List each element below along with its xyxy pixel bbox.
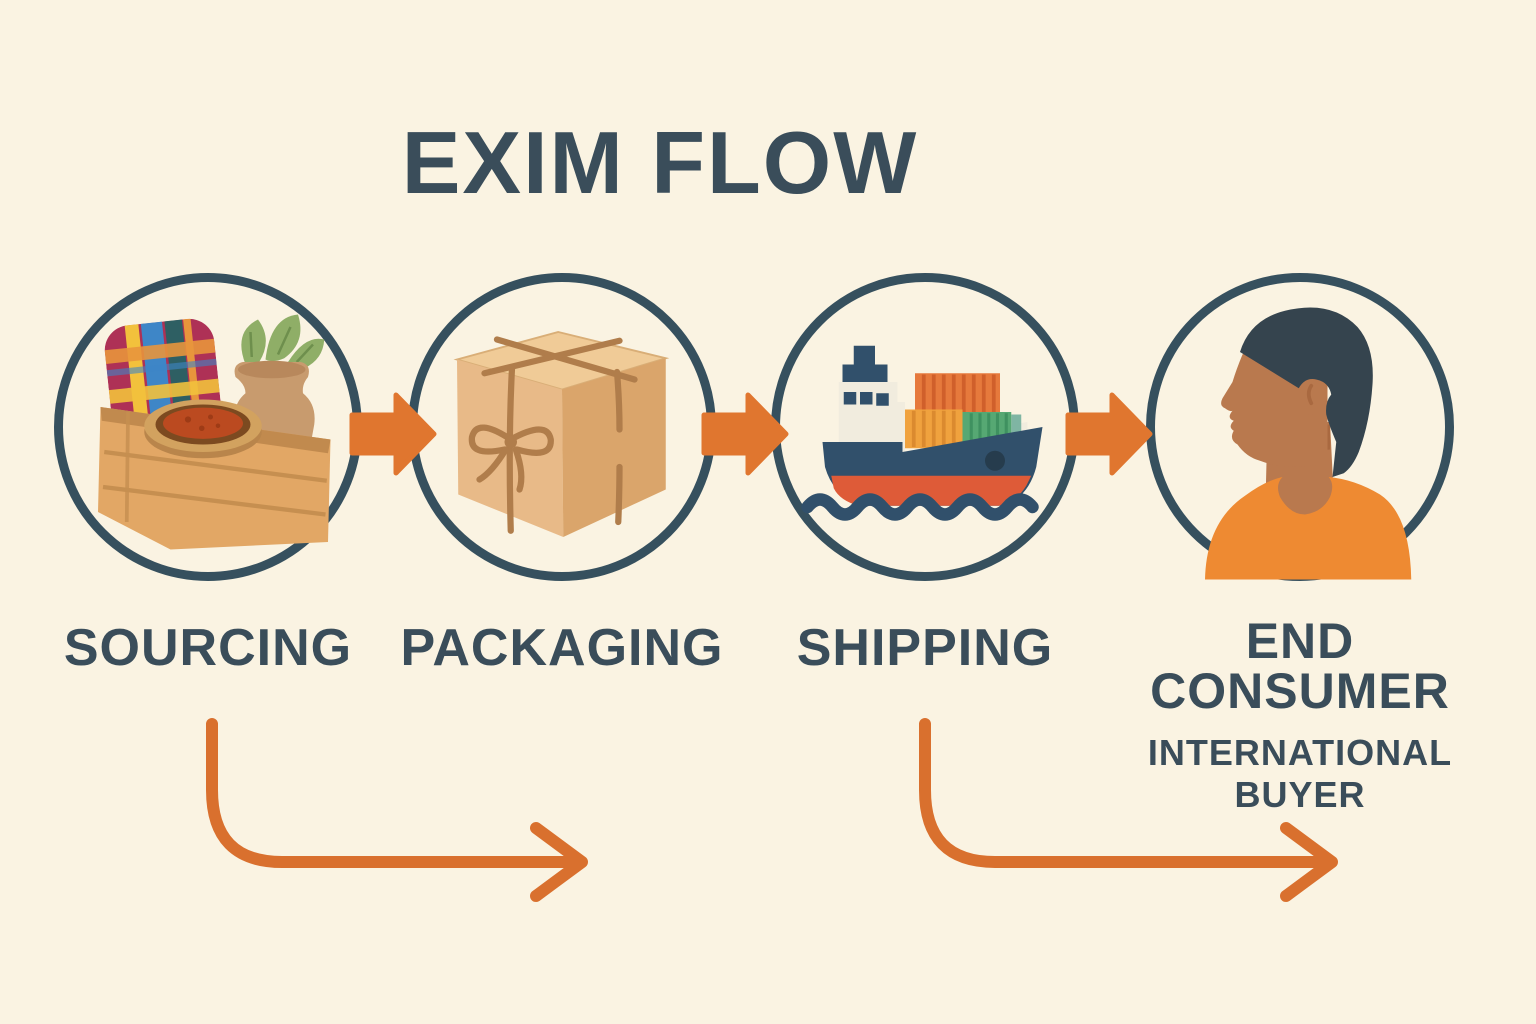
flow-arrow-icon bbox=[349, 392, 437, 476]
flow-arrow-icon bbox=[701, 392, 789, 476]
page-title: EXIM FLOW bbox=[401, 112, 919, 212]
flow-arrow-icon bbox=[1065, 392, 1153, 476]
stage-circle-shipping bbox=[771, 273, 1079, 581]
stage-circle-sourcing bbox=[54, 273, 362, 581]
stage-label-sourcing: SOURCING bbox=[63, 619, 353, 677]
curved-connector-arrow bbox=[206, 718, 588, 902]
cargo-ship-icon bbox=[801, 345, 1043, 521]
stage-circle-end-consumer bbox=[1146, 273, 1454, 581]
stage-label-packaging: PACKAGING bbox=[400, 619, 724, 677]
end-consumer-line1: END bbox=[1245, 613, 1355, 669]
curved-connector-arrow bbox=[919, 718, 1338, 902]
stage-label-end-consumer: END CONSUMER INTERNATIONAL BUYER bbox=[1120, 616, 1480, 816]
stage-circle-packaging bbox=[408, 273, 716, 581]
buyer-profile-icon bbox=[1205, 307, 1412, 580]
end-consumer-line2: CONSUMER bbox=[1150, 663, 1450, 719]
stage-label-shipping: SHIPPING bbox=[796, 619, 1054, 677]
end-consumer-subline1: INTERNATIONAL bbox=[1147, 732, 1453, 773]
end-consumer-subline2: BUYER bbox=[1234, 774, 1366, 815]
goods-crate-icon bbox=[98, 314, 331, 550]
wrapped-parcel-icon bbox=[453, 331, 670, 537]
